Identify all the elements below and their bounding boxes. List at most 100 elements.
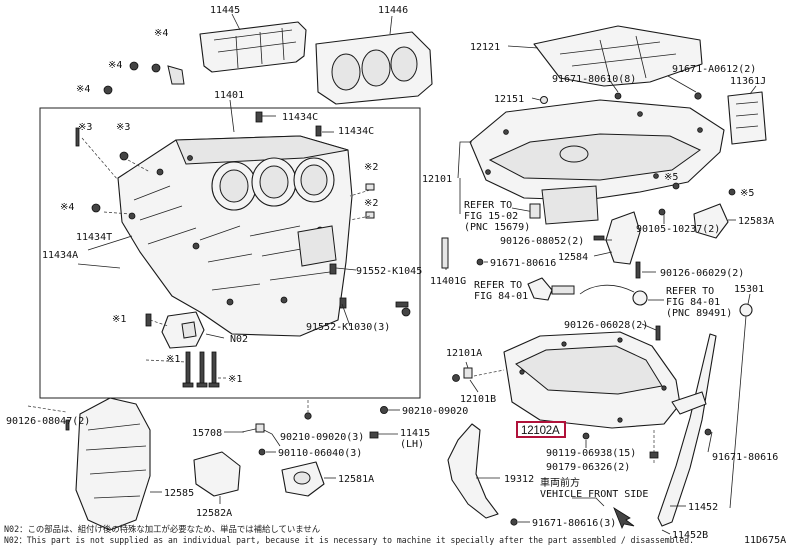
label-90110-06040: 90110-06040(3) bbox=[278, 448, 362, 459]
part-12101B[interactable] bbox=[452, 374, 460, 382]
label-12584: 12584 bbox=[558, 252, 588, 263]
label-90126-08052: 90126-08052(2) bbox=[500, 236, 584, 247]
label-12101B: 12101B bbox=[460, 394, 496, 405]
block-group-frame bbox=[39, 107, 421, 399]
label-ref-84-01c: REFER TO bbox=[666, 286, 714, 297]
leaders-block bbox=[77, 99, 371, 379]
label-15708: 15708 bbox=[192, 428, 222, 439]
label-ref-15-02b: FIG 15-02 bbox=[464, 211, 518, 222]
label-ref-84-01d: FIG 84-01 bbox=[666, 297, 720, 308]
stud-90126-06029[interactable] bbox=[635, 261, 641, 279]
part-12101-oil-pan-upper[interactable] bbox=[469, 99, 725, 225]
bolt-91671-80616c[interactable] bbox=[510, 518, 518, 526]
leader-12101 bbox=[457, 141, 472, 214]
label-11434T: 11434T bbox=[76, 232, 112, 243]
part-11401-engine-block[interactable] bbox=[117, 135, 353, 337]
part-12102A-oil-pan-lower[interactable] bbox=[503, 331, 681, 429]
label-ref-84-01b: FIG 84-01 bbox=[474, 291, 528, 302]
leader-91671-80610 bbox=[607, 77, 619, 93]
label-91552-K1030: 91552-K1030(3) bbox=[306, 322, 390, 333]
label-91671-80610: 91671-80610(8) bbox=[552, 74, 636, 85]
part-12151-oring[interactable] bbox=[540, 96, 548, 104]
label-90105-10237: 90105-10237(2) bbox=[636, 224, 720, 235]
bolt-90119-06938[interactable] bbox=[582, 432, 590, 440]
part-12585-insulator[interactable] bbox=[75, 397, 151, 531]
leader-pan-to-block bbox=[473, 369, 505, 377]
label-90126-06029: 90126-06029(2) bbox=[660, 268, 744, 279]
label-11452: 11452 bbox=[688, 502, 718, 513]
part-11452-guide[interactable] bbox=[657, 333, 717, 527]
bolt-91671-80616b[interactable] bbox=[704, 428, 712, 436]
vehicle-front-arrow-icon bbox=[613, 507, 635, 529]
label-90119-06938: 90119-06938(15) bbox=[546, 448, 636, 459]
label-91671-80616a: 91671-80616 bbox=[490, 258, 556, 269]
part-12581A-mount[interactable] bbox=[281, 461, 325, 497]
label-90126-08047: 90126-08047(2) bbox=[6, 416, 90, 427]
label-91552-K1045: 91552-K1045 bbox=[356, 266, 422, 277]
figure-id: 11D675A bbox=[744, 535, 786, 546]
label-11415: 11415 bbox=[400, 428, 430, 439]
mark-4b: ※4 bbox=[108, 60, 122, 71]
label-vehicle-front-jp: 車両前方 bbox=[540, 476, 580, 489]
mark-1a: ※1 bbox=[112, 314, 126, 325]
plug-11415[interactable] bbox=[369, 431, 379, 439]
label-ref-15-02c: (PNC 15679) bbox=[464, 222, 530, 233]
label-12151: 12151 bbox=[494, 94, 524, 105]
label-12101A: 12101A bbox=[446, 348, 482, 359]
bolt-91671-80616a[interactable] bbox=[476, 258, 484, 266]
part-11445[interactable] bbox=[199, 21, 307, 73]
mark-2a: ※2 bbox=[364, 162, 378, 173]
mark-4c: ※4 bbox=[76, 84, 90, 95]
leader-12151 bbox=[531, 97, 541, 101]
stud-90126-08047[interactable] bbox=[65, 419, 70, 431]
part-12582A-insulator[interactable] bbox=[193, 451, 241, 497]
stud-90126-08052[interactable] bbox=[593, 235, 605, 241]
bolt-mark5b[interactable] bbox=[672, 182, 680, 190]
bolt-90110-06040[interactable] bbox=[258, 448, 266, 456]
part-15708-pipe[interactable] bbox=[241, 423, 281, 447]
part-11361J[interactable] bbox=[727, 91, 767, 145]
part-12583A-insulator[interactable] bbox=[693, 203, 729, 239]
plug-90179[interactable] bbox=[649, 451, 659, 459]
bolt-90105[interactable] bbox=[658, 208, 666, 216]
part-11446[interactable] bbox=[315, 31, 433, 105]
label-90210-09020a: 90210-09020 bbox=[402, 406, 468, 417]
label-11361J: 11361J bbox=[730, 76, 766, 87]
label-91671-80616c: 91671-80616(3) bbox=[532, 518, 616, 529]
part-12121-baffle[interactable] bbox=[533, 25, 703, 87]
bolt-set-block[interactable] bbox=[75, 61, 411, 388]
stud-90126-06028[interactable] bbox=[655, 325, 661, 341]
mark-4a: ※4 bbox=[154, 28, 168, 39]
bolt-91671-80610[interactable] bbox=[614, 92, 622, 100]
leader-12584 bbox=[593, 251, 613, 257]
label-11434C-a: 11434C bbox=[282, 112, 318, 123]
bolt-mark5[interactable] bbox=[728, 188, 736, 196]
label-vehicle-front: VEHICLE FRONT SIDE bbox=[540, 489, 648, 500]
label-19312: 19312 bbox=[504, 474, 534, 485]
part-11401G[interactable] bbox=[441, 237, 449, 269]
sensor-gasket[interactable] bbox=[527, 277, 553, 301]
bolt-91671-A0612[interactable] bbox=[694, 92, 702, 100]
leader-11361J bbox=[749, 85, 757, 95]
part-N02-bearing-caps[interactable] bbox=[161, 311, 205, 349]
part-12584-bracket[interactable] bbox=[605, 211, 641, 265]
bolt-90210-09020b[interactable] bbox=[304, 412, 312, 420]
oil-filter-adapter[interactable] bbox=[529, 203, 541, 219]
note-jp: N02：この部品は、組付け後の特殊な加工が必要なため、単品では補給していません bbox=[4, 524, 320, 534]
part-19312-shield[interactable] bbox=[447, 423, 499, 519]
leader-90126-08047 bbox=[27, 405, 67, 413]
bolt-90210-09020a[interactable] bbox=[379, 405, 388, 414]
leader-12101B bbox=[469, 379, 479, 393]
label-12102A: 12102A bbox=[521, 425, 560, 437]
label-11434A: 11434A bbox=[42, 250, 78, 261]
note-en: N02：This part is not supplied as an indi… bbox=[4, 535, 694, 545]
label-11452B: 11452B bbox=[672, 530, 708, 541]
part-oil-sensor[interactable] bbox=[551, 284, 648, 306]
part-12101A[interactable] bbox=[463, 367, 473, 379]
label-11434C-b: 11434C bbox=[338, 126, 374, 137]
label-layer: 11445 11446 12121 91671-80610(8) 91671-A… bbox=[4, 5, 786, 546]
mark-5a: ※5 bbox=[740, 188, 754, 199]
label-12101: 12101 bbox=[422, 174, 452, 185]
part-15301-dipstick[interactable] bbox=[729, 303, 753, 509]
